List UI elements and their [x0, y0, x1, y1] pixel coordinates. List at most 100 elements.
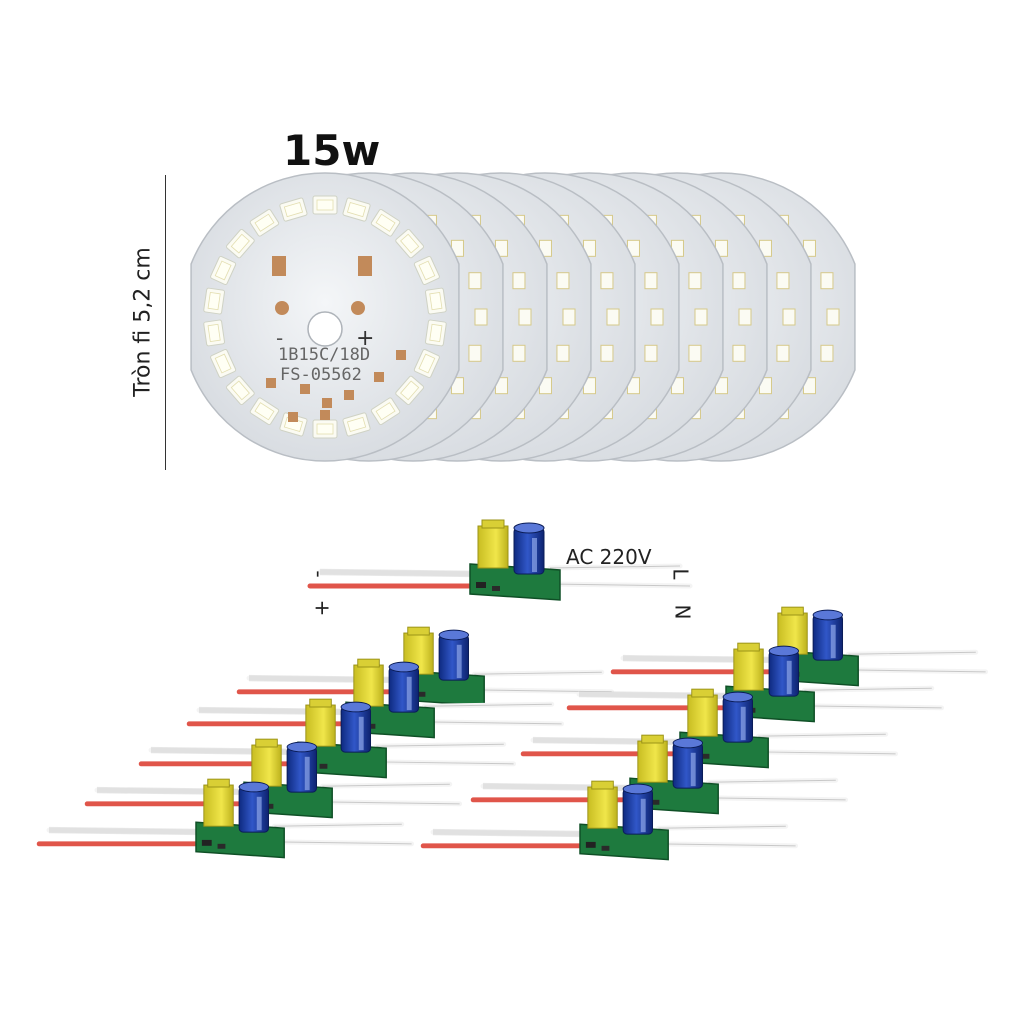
output-wire-negative	[317, 569, 483, 577]
transformer-top	[781, 606, 804, 616]
led-chip	[782, 308, 796, 326]
led-chip	[312, 195, 338, 215]
led-chip	[425, 319, 447, 347]
led-chip	[694, 308, 708, 326]
led-chip	[688, 272, 702, 290]
led-chip	[738, 308, 752, 326]
led-chip	[226, 375, 255, 405]
capacitor-stripe	[690, 752, 696, 787]
led-chip	[776, 344, 790, 362]
led-driver	[520, 688, 899, 769]
copper-pad	[288, 412, 298, 422]
led-chip	[556, 272, 570, 290]
wire-edge	[549, 565, 691, 587]
transformer-top	[691, 688, 714, 698]
led-driver	[470, 734, 849, 815]
capacitor	[672, 742, 704, 789]
led-chip	[468, 344, 482, 362]
copper-pad	[358, 256, 372, 276]
capacitor-top	[388, 661, 420, 673]
capacitor-stripe	[532, 538, 537, 572]
capacitor-stripe	[256, 796, 262, 831]
led-chip	[826, 308, 840, 326]
capacitor-stripe	[786, 660, 792, 695]
capacitor-stripe	[358, 716, 364, 751]
led-chip	[732, 344, 746, 362]
led-driver-group	[36, 519, 989, 861]
led-chip	[820, 344, 834, 362]
led-chip	[279, 197, 308, 222]
transformer	[477, 525, 509, 569]
led-chip	[413, 349, 440, 379]
led-chip	[249, 208, 280, 237]
transformer	[251, 744, 282, 787]
output-plus-label: +	[309, 599, 334, 617]
wire-edge	[474, 671, 612, 693]
capacitor-top	[238, 781, 270, 793]
led-chip	[370, 397, 401, 426]
transformer	[733, 648, 764, 691]
led-chip	[312, 419, 338, 439]
copper-pad	[300, 384, 310, 394]
led-phosphor	[230, 380, 250, 401]
capacitor-stripe	[456, 644, 462, 679]
capacitor	[622, 788, 654, 835]
led-chip	[210, 255, 237, 285]
transformer-top	[207, 778, 230, 788]
transformer	[353, 664, 384, 707]
terminal-plus	[351, 301, 365, 315]
board-code-label: 1B15C/18D	[278, 345, 370, 365]
capacitor	[768, 650, 800, 697]
led-chip	[203, 287, 225, 315]
wire-edge	[708, 779, 846, 801]
output-wire-negative	[46, 827, 209, 835]
terminal-minus	[275, 301, 289, 315]
wire-edge	[658, 825, 796, 847]
led-driver	[236, 626, 615, 707]
transformer-top	[357, 658, 380, 668]
smd-part	[265, 803, 274, 809]
transformer-top	[591, 780, 614, 790]
led-chip	[650, 308, 664, 326]
wire-shadow	[319, 568, 481, 578]
led-chip	[600, 344, 614, 362]
capacitor	[340, 706, 372, 753]
led-phosphor	[207, 291, 221, 311]
wire-edge	[274, 823, 412, 845]
board-plus-label: +	[356, 326, 374, 351]
led-driver	[610, 606, 989, 687]
led-phosphor	[254, 213, 275, 232]
led-phosphor	[346, 201, 367, 218]
copper-pad	[266, 378, 276, 388]
capacitor-top	[768, 645, 800, 657]
led-chip	[562, 308, 576, 326]
capacitor	[722, 696, 754, 743]
output-minus-label: -	[304, 570, 329, 578]
capacitor-top	[812, 609, 844, 621]
capacitor	[812, 614, 844, 661]
power-rating: 15w	[283, 126, 381, 175]
smd-part	[417, 691, 426, 697]
led-phosphor	[429, 323, 443, 343]
led-phosphor	[214, 260, 232, 281]
led-chip	[644, 272, 658, 290]
capacitor	[238, 786, 270, 833]
led-chip	[606, 308, 620, 326]
transformer	[687, 694, 718, 737]
smd-part	[585, 841, 596, 848]
led-phosphor	[316, 423, 334, 435]
smd-part	[651, 799, 660, 805]
board-minus-label: -	[276, 326, 283, 350]
led-phosphor	[375, 213, 396, 232]
transformer	[203, 784, 234, 827]
led-chip	[203, 319, 225, 347]
mounting-hole	[307, 311, 343, 347]
copper-pad	[320, 410, 330, 420]
capacitor-stripe	[406, 676, 412, 711]
led-driver	[307, 519, 693, 601]
capacitor	[388, 666, 420, 713]
led-driver	[84, 738, 463, 819]
